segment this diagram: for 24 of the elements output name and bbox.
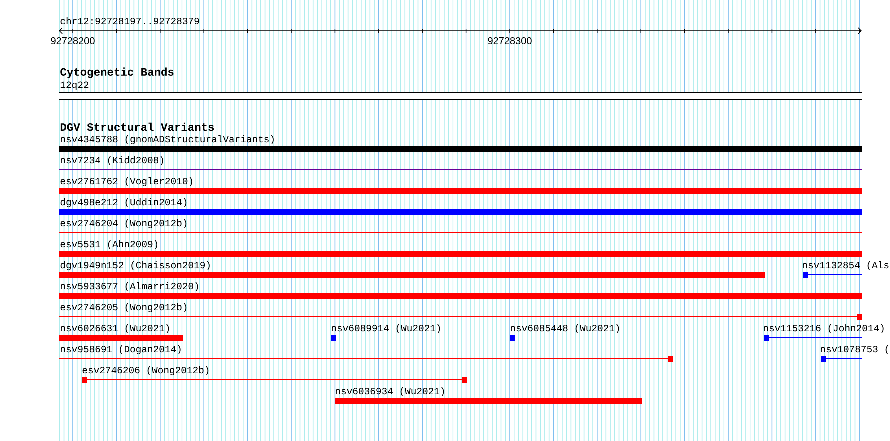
feature-label: esv2746205 (Wong2012b): [60, 303, 187, 313]
feature-label: esv2746204 (Wong2012b): [60, 219, 187, 229]
track-title: DGV Structural Variants: [60, 122, 214, 132]
ruler-label: 92728300: [488, 37, 532, 45]
feature-label: nsv6026631 (Wu2021): [61, 324, 170, 334]
feature-label: esv2746206 (Wong2012b): [82, 366, 209, 376]
track-label: 12q22: [60, 82, 89, 90]
feature-label: nsv1153216 (John2014): [764, 324, 884, 334]
feature-label: nsv6036934 (Wu2021): [336, 387, 444, 397]
feature-label: nsv7234 (Kidd2008): [61, 156, 164, 166]
feature-label: nsv958691 (Dogan2014): [61, 345, 181, 355]
ruler-label: 92728200: [51, 37, 95, 45]
track-title: Cytogenetic Bands: [60, 68, 174, 78]
feature-label: nsv5933677 (Almarri2020): [61, 282, 198, 292]
feature-label: nsv4345788 (gnomADStructuralVariants): [61, 135, 274, 145]
feature-label: esv2761762 (Vogler2010): [60, 177, 192, 187]
feature-label: dgv1949n152 (Chaisson2019): [60, 261, 210, 271]
feature-label: nsv6085448 (Wu2021): [511, 324, 620, 334]
feature-label: dgv498e212 (Uddin2014): [60, 198, 187, 208]
track-label: chr12:92728197..92728379: [60, 17, 200, 25]
feature-label: nsv1132854 (Als: [803, 261, 889, 271]
feature-label: esv5531 (Ahn2009): [60, 240, 158, 250]
feature-label: nsv6089914 (Wu2021): [332, 324, 440, 334]
feature-label: nsv1078753 (: [821, 345, 888, 355]
